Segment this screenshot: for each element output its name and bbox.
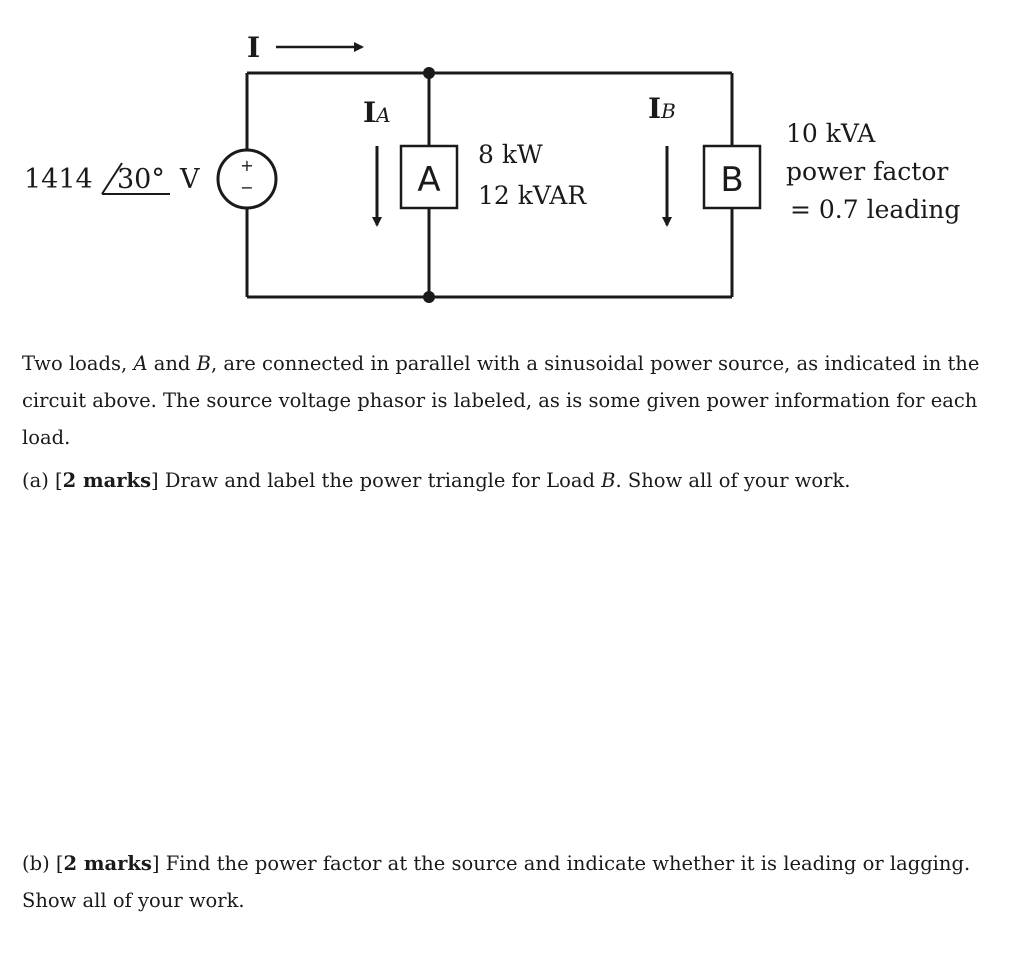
load-a-label: A bbox=[417, 160, 440, 200]
part-b-marks: 2 marks bbox=[63, 852, 152, 875]
load-b-pf-label: power factor bbox=[786, 157, 948, 186]
load-b-pf-value: = 0.7 leading bbox=[790, 195, 960, 224]
source-angle: 30° bbox=[117, 164, 165, 195]
current-total-label: I bbox=[247, 31, 260, 64]
current-a-label: IA bbox=[363, 96, 391, 129]
question-part-b: (b) [2 marks] Find the power factor at t… bbox=[22, 852, 971, 912]
junction-node-top bbox=[423, 67, 435, 79]
load-b-apparent-power: 10 kVA bbox=[786, 119, 876, 148]
source-voltage-label: 1414 30° V bbox=[24, 162, 200, 195]
source-minus-sign: − bbox=[240, 178, 253, 197]
load-a-box bbox=[399, 144, 459, 210]
load-b-box bbox=[702, 144, 762, 210]
load-b-label: B bbox=[720, 160, 743, 200]
source-unit: V bbox=[179, 164, 200, 195]
current-b-label: IB bbox=[648, 92, 676, 125]
voltage-source-symbol: + − bbox=[216, 148, 278, 210]
circuit-diagram: + − 1414 30° V I IA A 8 kW 12 kVAR IB B … bbox=[24, 31, 960, 303]
load-a-reactive-power: 12 kVAR bbox=[478, 181, 587, 210]
load-a-real-power: 8 kW bbox=[478, 140, 543, 169]
source-magnitude: 1414 bbox=[24, 164, 93, 195]
junction-node-bottom bbox=[423, 291, 435, 303]
problem-description: Two loads, A and B, are connected in par… bbox=[22, 352, 980, 449]
circuit-wires bbox=[245, 71, 734, 299]
part-a-marks: 2 marks bbox=[62, 469, 152, 492]
question-part-a: (a) [2 marks] Draw and label the power t… bbox=[22, 469, 851, 492]
angle-symbol bbox=[101, 162, 170, 195]
source-plus-sign: + bbox=[240, 156, 253, 175]
